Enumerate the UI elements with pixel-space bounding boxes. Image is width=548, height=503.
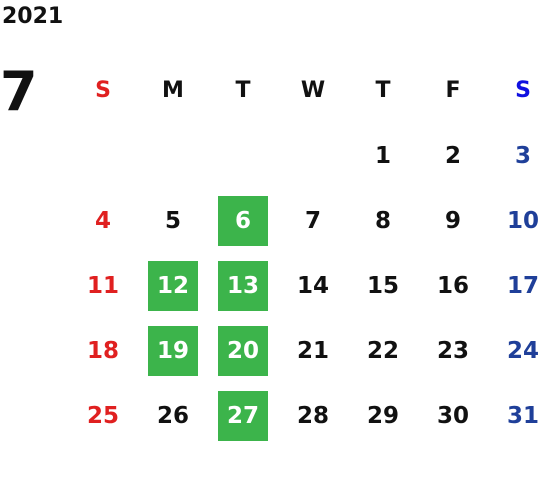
day-cell[interactable]: 29 <box>348 383 418 448</box>
day-number: 29 <box>366 402 399 429</box>
day-cell[interactable]: 5 <box>138 188 208 253</box>
day-number: 26 <box>156 402 189 429</box>
highlight-marker <box>148 325 198 376</box>
weekday-wednesday: W <box>300 78 326 103</box>
highlight-marker <box>218 195 268 246</box>
calendar-grid: S M T W T F S 1 2 3 4 5 6 7 8 9 10 11 12… <box>68 58 548 448</box>
month-number: 7 <box>0 60 38 123</box>
day-cell[interactable]: 20 <box>208 318 278 383</box>
weekday-monday: M <box>162 78 184 103</box>
day-number: 24 <box>506 337 539 364</box>
day-cell[interactable]: 28 <box>278 383 348 448</box>
day-cell[interactable]: 11 <box>68 253 138 318</box>
day-cell[interactable]: 15 <box>348 253 418 318</box>
day-cell[interactable]: 26 <box>138 383 208 448</box>
highlight-marker <box>218 260 268 311</box>
day-number: 9 <box>444 207 461 234</box>
day-cell[interactable]: 22 <box>348 318 418 383</box>
day-cell <box>208 123 278 188</box>
day-number: 25 <box>86 402 119 429</box>
day-cell[interactable]: 7 <box>278 188 348 253</box>
day-cell[interactable]: 12 <box>138 253 208 318</box>
day-cell[interactable]: 3 <box>488 123 548 188</box>
day-number: 15 <box>366 272 399 299</box>
weekday-sunday: S <box>95 78 111 103</box>
day-number: 31 <box>506 402 539 429</box>
day-number: 19 <box>156 337 189 364</box>
weekday-tuesday: T <box>235 78 251 103</box>
day-cell[interactable]: 8 <box>348 188 418 253</box>
day-cell[interactable]: 17 <box>488 253 548 318</box>
day-number: 11 <box>86 272 119 299</box>
highlight-marker <box>218 390 268 441</box>
day-number: 21 <box>296 337 329 364</box>
day-number: 1 <box>374 142 391 169</box>
day-cell[interactable]: 6 <box>208 188 278 253</box>
day-number: 5 <box>164 207 181 234</box>
day-cell <box>68 123 138 188</box>
day-cell <box>278 123 348 188</box>
day-cell[interactable]: 13 <box>208 253 278 318</box>
day-number: 18 <box>86 337 119 364</box>
day-number: 6 <box>234 207 251 234</box>
day-cell[interactable]: 25 <box>68 383 138 448</box>
day-number: 30 <box>436 402 469 429</box>
day-cell <box>138 123 208 188</box>
weekday-saturday: S <box>515 78 531 103</box>
day-number: 10 <box>506 207 539 234</box>
day-number: 23 <box>436 337 469 364</box>
day-number: 13 <box>226 272 259 299</box>
day-number: 17 <box>506 272 539 299</box>
day-cell[interactable]: 18 <box>68 318 138 383</box>
day-cell[interactable]: 16 <box>418 253 488 318</box>
day-cell[interactable]: 2 <box>418 123 488 188</box>
day-number: 14 <box>296 272 329 299</box>
day-number: 8 <box>374 207 391 234</box>
day-number: 27 <box>226 402 259 429</box>
day-number: 22 <box>366 337 399 364</box>
highlight-marker <box>218 325 268 376</box>
day-number: 2 <box>444 142 461 169</box>
day-number: 20 <box>226 337 259 364</box>
highlight-marker <box>148 260 198 311</box>
day-number: 12 <box>156 272 189 299</box>
day-cell[interactable]: 4 <box>68 188 138 253</box>
day-cell[interactable]: 23 <box>418 318 488 383</box>
day-number: 4 <box>94 207 111 234</box>
day-number: 16 <box>436 272 469 299</box>
day-number: 28 <box>296 402 329 429</box>
day-cell[interactable]: 14 <box>278 253 348 318</box>
day-cell[interactable]: 9 <box>418 188 488 253</box>
day-number: 3 <box>514 142 531 169</box>
day-cell[interactable]: 19 <box>138 318 208 383</box>
day-cell[interactable]: 24 <box>488 318 548 383</box>
day-cell[interactable]: 30 <box>418 383 488 448</box>
day-cell[interactable]: 1 <box>348 123 418 188</box>
day-cell[interactable]: 10 <box>488 188 548 253</box>
day-cell[interactable]: 21 <box>278 318 348 383</box>
weekday-friday: F <box>445 78 461 103</box>
year-label: 2021 <box>2 4 64 29</box>
weekday-thursday: T <box>375 78 391 103</box>
day-number: 7 <box>304 207 321 234</box>
day-cell[interactable]: 27 <box>208 383 278 448</box>
day-cell[interactable]: 31 <box>488 383 548 448</box>
